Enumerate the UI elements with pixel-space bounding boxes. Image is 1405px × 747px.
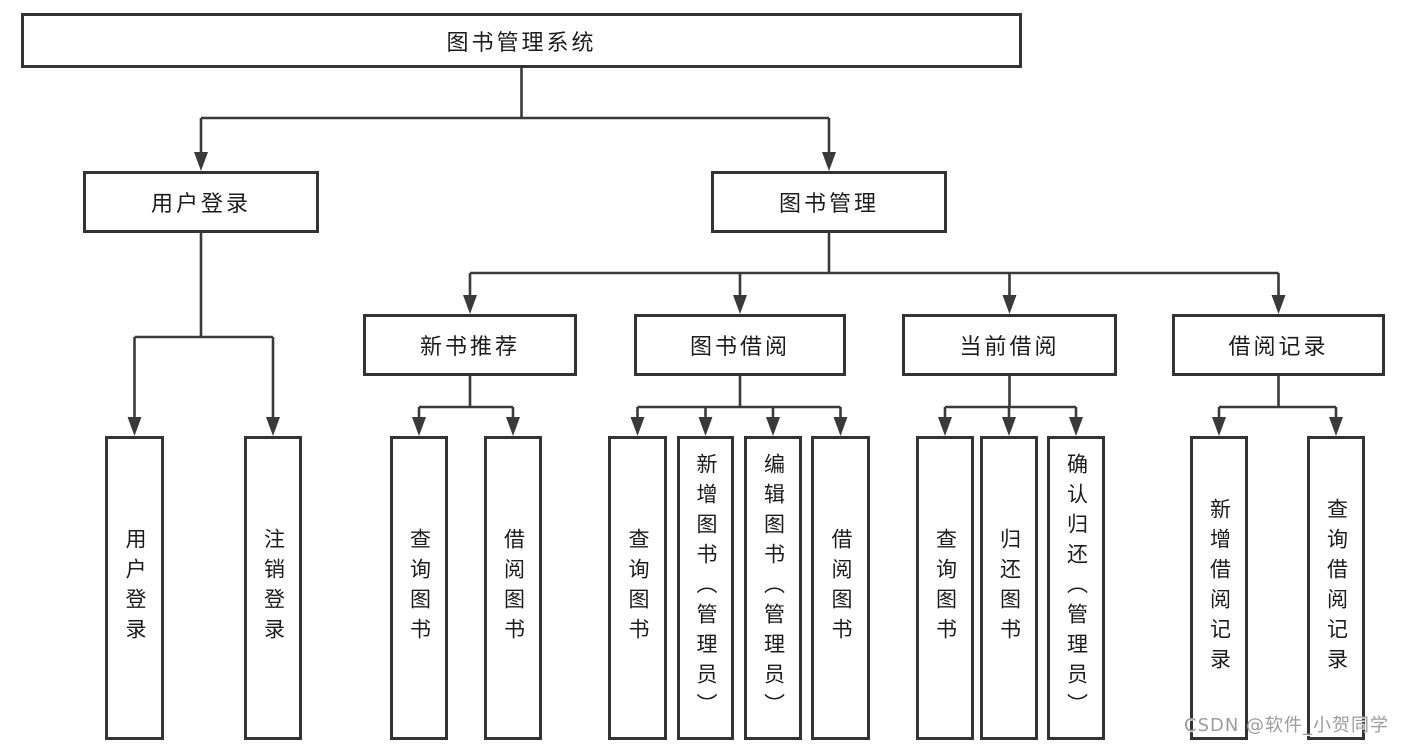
leaf-logout-login: 注销登录: [244, 436, 302, 740]
node-borrowing-records: 借阅记录: [1172, 314, 1385, 376]
leaf-newbook-borrow-book: 借阅图书: [484, 436, 542, 740]
arrowhead: [506, 417, 520, 436]
leaf-current-confirm-return-admin: 确认归还（管理员）: [1047, 436, 1105, 740]
arrowhead: [1212, 417, 1226, 436]
arrowhead: [766, 417, 780, 436]
node-borrowing-records-label: 借阅记录: [1228, 335, 1329, 360]
leaf-borrowing-borrow-book: 借阅图书: [811, 436, 870, 740]
leaf-borrowing-borrow-book-label: 借阅图书: [829, 528, 853, 648]
leaf-current-query-book-label: 查询图书: [933, 528, 958, 648]
arrowhead: [194, 152, 208, 171]
leaf-borrowing-add-book-admin: 新增图书（管理员）: [677, 436, 734, 740]
arrowhead: [127, 417, 142, 436]
node-new-book-recommend-label: 新书推荐: [419, 335, 520, 360]
leaf-user-login: 用户登录: [105, 436, 164, 740]
leaf-borrowing-edit-book-admin-label: 编辑图书（管理员）: [761, 453, 786, 723]
leaf-current-confirm-return-admin-label: 确认归还（管理员）: [1064, 453, 1089, 723]
connector-root-to-level1: [199, 68, 831, 153]
node-user-login-label: 用户登录: [150, 192, 251, 217]
connector-userlogin-to-leaves: [133, 233, 275, 418]
node-book-borrowing: 图书借阅: [634, 314, 846, 376]
connector-bookmgmt-to-modules: [468, 233, 1280, 296]
leaf-records-query-record: 查询借阅记录: [1307, 436, 1365, 740]
node-book-borrowing-label: 图书借阅: [689, 335, 790, 360]
leaf-borrowing-query-book-label: 查询图书: [626, 528, 650, 648]
leaf-borrowing-query-book: 查询图书: [608, 436, 667, 740]
node-book-management-label: 图书管理: [778, 192, 879, 217]
leaf-records-add-record: 新增借阅记录: [1190, 436, 1248, 740]
node-book-management: 图书管理: [711, 171, 947, 233]
node-root-label: 图书管理系统: [446, 30, 597, 56]
leaf-logout-login-label: 注销登录: [261, 528, 286, 648]
watermark-text: CSDN @软件_小贺同学: [1184, 715, 1390, 736]
arrowhead: [412, 417, 426, 436]
leaf-newbook-borrow-book-label: 借阅图书: [501, 528, 526, 648]
arrowhead: [833, 417, 848, 436]
leaf-newbook-query-book-label: 查询图书: [407, 528, 432, 648]
leaf-user-login-label: 用户登录: [123, 528, 147, 648]
node-new-book-recommend: 新书推荐: [363, 314, 577, 376]
leaf-newbook-query-book: 查询图书: [390, 436, 448, 740]
arrowhead: [698, 417, 713, 436]
node-current-borrowing-label: 当前借阅: [959, 335, 1060, 360]
connector-records-to-leaves: [1217, 376, 1338, 418]
leaf-records-query-record-label: 查询借阅记录: [1324, 498, 1349, 678]
arrowhead: [1069, 417, 1083, 436]
arrowhead: [463, 295, 477, 314]
node-root: 图书管理系统: [21, 13, 1022, 68]
connector-current-to-leaves: [943, 376, 1078, 418]
arrowhead: [1002, 417, 1016, 436]
leaf-records-add-record-label: 新增借阅记录: [1207, 498, 1232, 678]
connector-borrowing-to-leaves: [636, 376, 842, 418]
arrowhead: [1002, 295, 1017, 314]
arrowhead: [1271, 295, 1286, 314]
leaf-borrowing-edit-book-admin: 编辑图书（管理员）: [744, 436, 802, 740]
leaf-current-return-book-label: 归还图书: [997, 528, 1022, 648]
leaf-current-query-book: 查询图书: [916, 436, 974, 740]
leaf-borrowing-add-book-admin-label: 新增图书（管理员）: [694, 453, 718, 723]
arrowhead: [938, 417, 952, 436]
arrowhead: [733, 295, 747, 314]
arrowhead: [822, 152, 836, 171]
leaf-current-return-book: 归还图书: [980, 436, 1038, 740]
connector-newbook-to-leaves: [417, 376, 515, 418]
node-user-login: 用户登录: [83, 171, 319, 233]
arrowhead: [1329, 417, 1343, 436]
arrowhead: [630, 417, 645, 436]
arrowhead: [266, 417, 280, 436]
node-current-borrowing: 当前借阅: [902, 314, 1117, 376]
